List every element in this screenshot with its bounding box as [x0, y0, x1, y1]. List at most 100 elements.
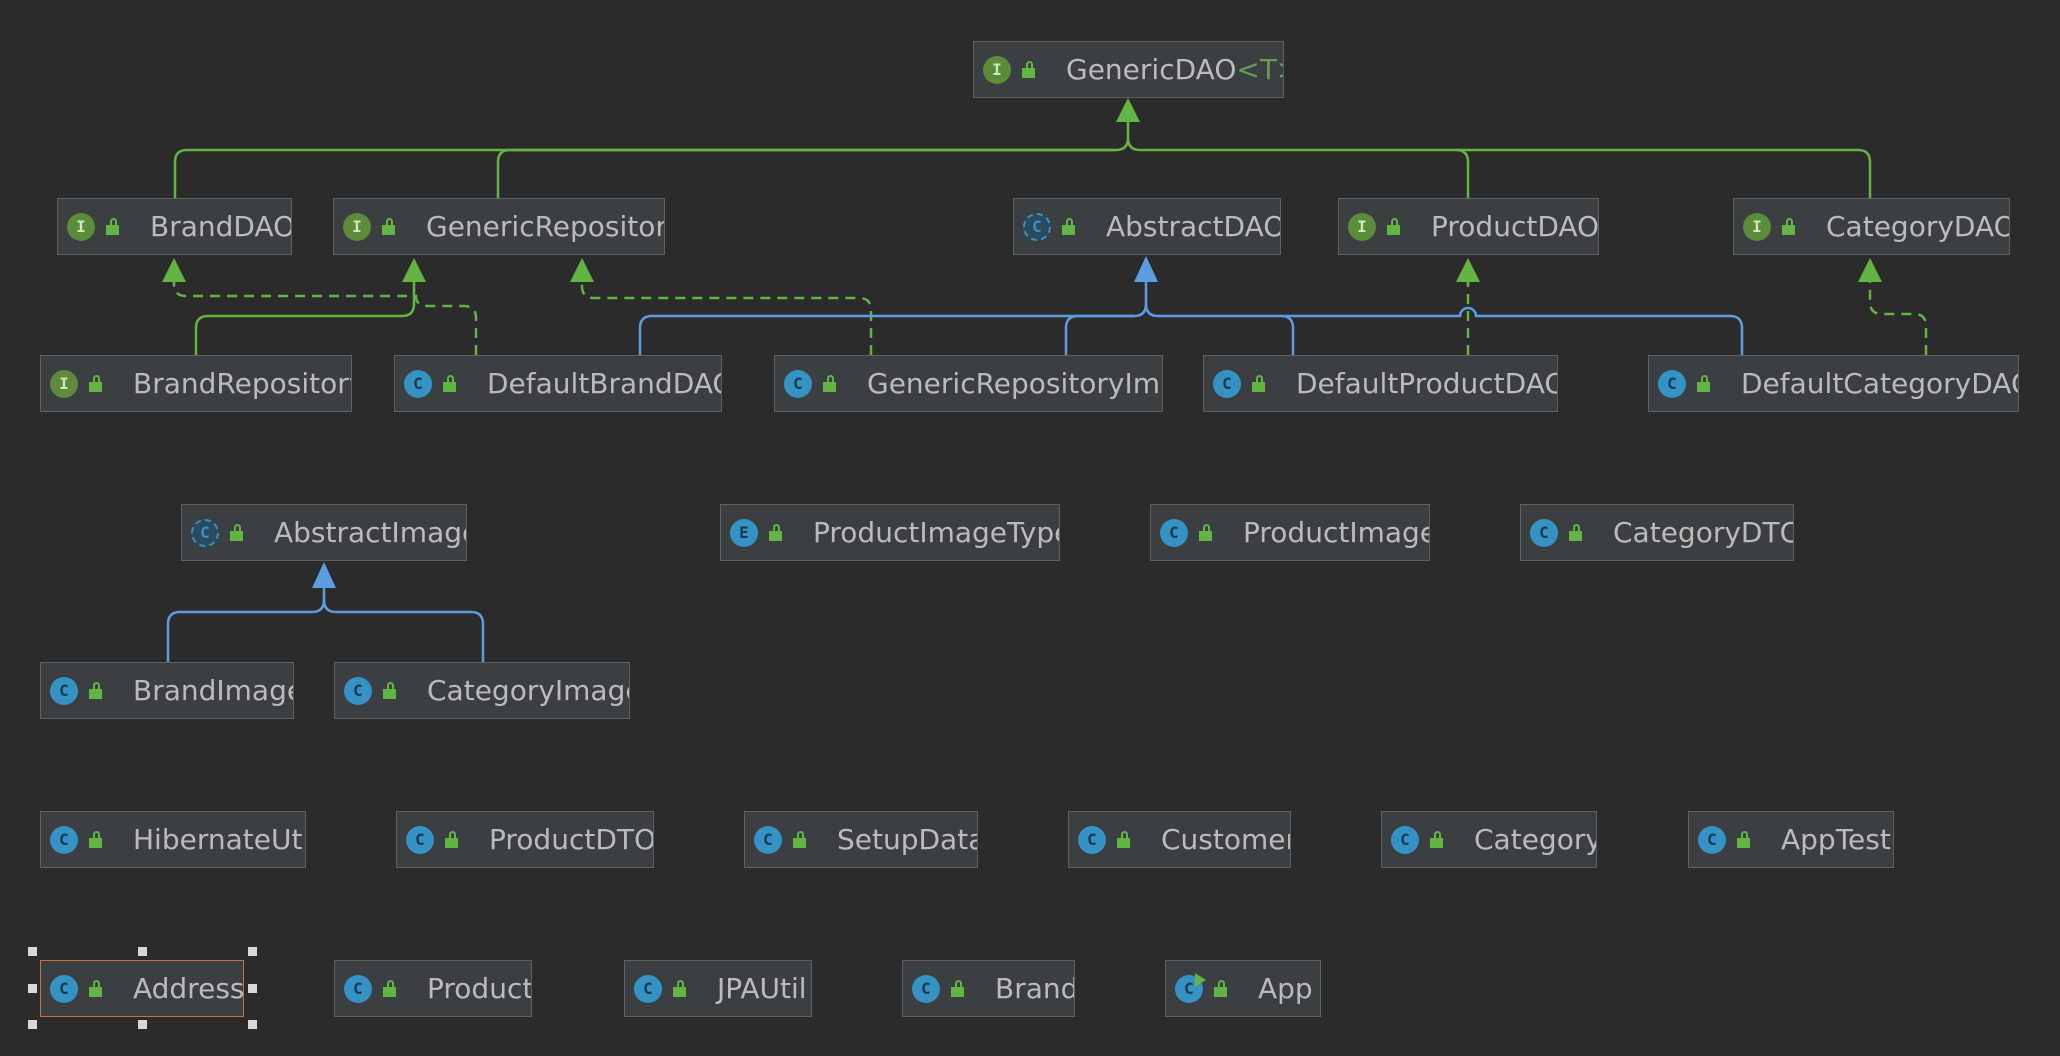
class-node-genericrepositoryimpl[interactable]: C GenericRepositoryImpl	[774, 355, 1163, 412]
class-name: ProductImageType	[813, 516, 1060, 549]
public-lock-icon	[823, 374, 841, 393]
class-icon: C	[50, 974, 78, 1003]
resize-handle-bottom-right[interactable]	[248, 1020, 257, 1029]
edge-brandimage-abstractimage	[166, 585, 326, 662]
class-node-productdao[interactable]: I ProductDAO	[1338, 198, 1599, 255]
class-icon: C	[1160, 518, 1188, 547]
class-name: Address	[133, 972, 244, 1005]
arrowhead-branddao	[162, 258, 186, 282]
resize-handle-middle-left[interactable]	[28, 984, 37, 993]
public-lock-icon	[1199, 523, 1217, 542]
class-icon: C	[1530, 518, 1558, 547]
class-node-setupdata[interactable]: C SetupData	[744, 811, 978, 868]
edge-defaultproductdao-abstractdao	[1144, 303, 1295, 355]
class-name: ProductImage	[1243, 516, 1430, 549]
public-lock-icon	[1737, 830, 1755, 849]
class-node-defaultproductdao[interactable]: C DefaultProductDAO	[1203, 355, 1558, 412]
resize-handle-top-center[interactable]	[138, 947, 147, 956]
public-lock-icon	[106, 217, 124, 236]
arrowhead-abstractimage	[312, 562, 336, 588]
edge-brandrepository-genericrepository	[194, 280, 416, 355]
edge-defaultbranddao-branddao	[172, 280, 478, 355]
public-lock-icon	[1569, 523, 1587, 542]
public-lock-icon	[1117, 830, 1135, 849]
resize-handle-top-left[interactable]	[28, 947, 37, 956]
class-node-brandrepository[interactable]: I BrandRepository	[40, 355, 352, 412]
class-node-brandimage[interactable]: C BrandImage	[40, 662, 294, 719]
class-node-apptest[interactable]: C AppTest	[1688, 811, 1894, 868]
class-node-abstractimage[interactable]: C AbstractImage	[181, 504, 467, 561]
class-node-product[interactable]: C Product	[334, 960, 532, 1017]
interface-icon: I	[343, 212, 371, 241]
public-lock-icon	[1252, 374, 1270, 393]
interface-icon: I	[50, 369, 78, 398]
public-lock-icon	[1022, 60, 1040, 79]
type-parameter: <T>	[1236, 53, 1283, 86]
class-name: CategoryDTO	[1613, 516, 1794, 549]
class-name: GenericRepositoryImpl	[867, 367, 1163, 400]
class-node-categorydto[interactable]: C CategoryDTO	[1520, 504, 1794, 561]
arrowhead-abstractdao	[1134, 256, 1158, 282]
class-node-customer[interactable]: C Customer	[1068, 811, 1291, 868]
class-icon: C	[754, 825, 782, 854]
runnable-class-icon: C	[1175, 972, 1206, 1003]
class-node-branddao[interactable]: I BrandDAO	[57, 198, 292, 255]
public-lock-icon	[383, 681, 401, 700]
resize-handle-middle-right[interactable]	[248, 984, 257, 993]
class-name: GenericRepository	[426, 210, 665, 243]
class-node-hibernateutil[interactable]: C HibernateUtil	[40, 811, 306, 868]
public-lock-icon	[769, 523, 787, 542]
class-icon: C	[912, 974, 940, 1003]
class-node-categoryimage[interactable]: C CategoryImage	[334, 662, 630, 719]
public-lock-icon	[89, 979, 107, 998]
public-lock-icon	[951, 979, 969, 998]
class-name: AbstractDAO	[1106, 210, 1281, 243]
edge-branddao-genericdao	[173, 120, 1130, 198]
class-node-defaultbranddao[interactable]: C DefaultBrandDAO	[394, 355, 722, 412]
edge-defaultcategorydao-abstractdao	[1281, 306, 1744, 355]
class-node-productimage[interactable]: C ProductImage	[1150, 504, 1430, 561]
class-node-jpautil[interactable]: C JPAUtil	[624, 960, 812, 1017]
public-lock-icon	[793, 830, 811, 849]
class-icon: C	[634, 974, 662, 1003]
resize-handle-bottom-center[interactable]	[138, 1020, 147, 1029]
public-lock-icon	[89, 374, 107, 393]
class-name: BrandDAO	[150, 210, 292, 243]
class-name: SetupData	[837, 823, 978, 856]
class-name: BrandRepository	[133, 367, 352, 400]
edge-productdao-genericdao	[1126, 137, 1470, 198]
class-name: DefaultBrandDAO	[487, 367, 722, 400]
public-lock-icon	[443, 374, 461, 393]
class-node-abstractdao[interactable]: C AbstractDAO	[1013, 198, 1281, 255]
class-node-categorydao[interactable]: I CategoryDAO	[1733, 198, 2010, 255]
public-lock-icon	[230, 523, 248, 542]
class-node-productdto[interactable]: C ProductDTO	[396, 811, 654, 868]
class-icon: C	[1213, 369, 1241, 398]
class-icon: C	[404, 369, 432, 398]
class-name: CategoryImage	[427, 674, 630, 707]
class-node-productimagetype[interactable]: E ProductImageType	[720, 504, 1060, 561]
class-name: DefaultProductDAO	[1296, 367, 1558, 400]
edge-categoryimage-abstractimage	[322, 599, 485, 662]
class-node-address[interactable]: C Address	[40, 960, 244, 1017]
class-node-app[interactable]: C App	[1165, 960, 1321, 1017]
public-lock-icon	[89, 830, 107, 849]
edge-genericrepository-genericdao	[496, 148, 1116, 198]
class-node-genericrepository[interactable]: I GenericRepository	[333, 198, 665, 255]
class-name: BrandImage	[133, 674, 294, 707]
class-node-brand[interactable]: C Brand	[902, 960, 1075, 1017]
class-name: DefaultCategoryDAO	[1741, 367, 2019, 400]
resize-handle-top-right[interactable]	[248, 947, 257, 956]
interface-icon: I	[1743, 212, 1771, 241]
class-name: Product	[427, 972, 532, 1005]
class-name: CategoryDAO	[1826, 210, 2010, 243]
class-node-defaultcategorydao[interactable]: C DefaultCategoryDAO	[1648, 355, 2019, 412]
class-node-category[interactable]: C Category	[1381, 811, 1597, 868]
class-name: AppTest	[1781, 823, 1891, 856]
class-node-genericdao[interactable]: I GenericDAO<T>	[973, 41, 1284, 98]
class-name: ProductDTO	[489, 823, 654, 856]
arrowhead-genericrepository-b	[570, 258, 594, 282]
interface-icon: I	[1348, 212, 1376, 241]
resize-handle-bottom-left[interactable]	[28, 1020, 37, 1029]
